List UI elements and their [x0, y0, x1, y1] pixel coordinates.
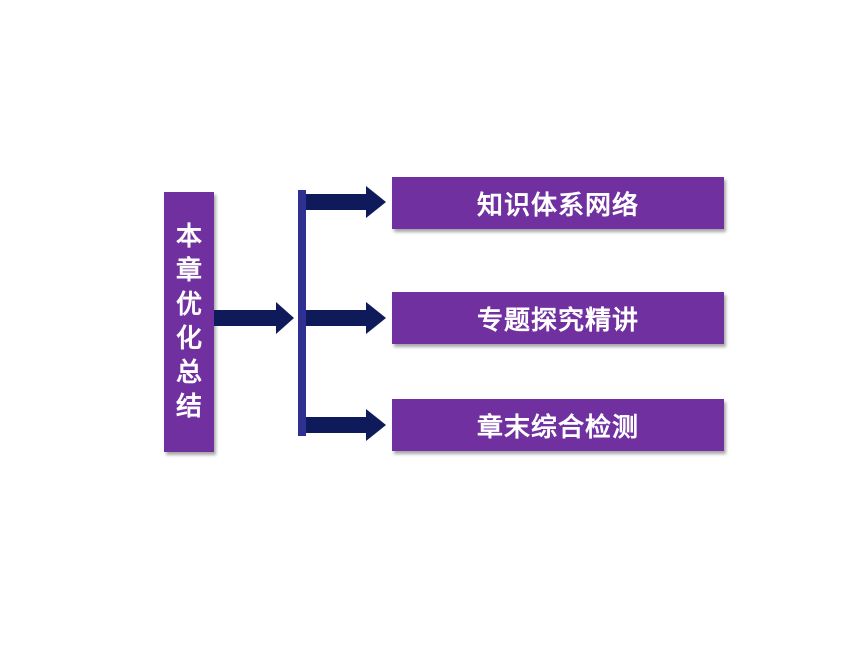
chapter-summary-box: 本 章 优 化 总 结 — [164, 192, 214, 452]
title-char: 章 — [175, 256, 202, 286]
title-char: 优 — [175, 290, 202, 320]
title-char: 本 — [175, 222, 202, 252]
title-char: 化 — [175, 324, 202, 354]
bracket-bar — [298, 190, 306, 436]
root-arrow — [214, 302, 294, 334]
branch-arrow-2 — [306, 302, 386, 334]
title-char: 结 — [175, 392, 202, 422]
chapter-test-box[interactable]: 章末综合检测 — [392, 399, 724, 451]
topic-explanation-box[interactable]: 专题探究精讲 — [392, 292, 724, 344]
branch-arrow-1 — [306, 186, 386, 218]
branch-arrow-3 — [306, 409, 386, 441]
title-char: 总 — [175, 358, 202, 388]
knowledge-network-box[interactable]: 知识体系网络 — [392, 177, 724, 229]
